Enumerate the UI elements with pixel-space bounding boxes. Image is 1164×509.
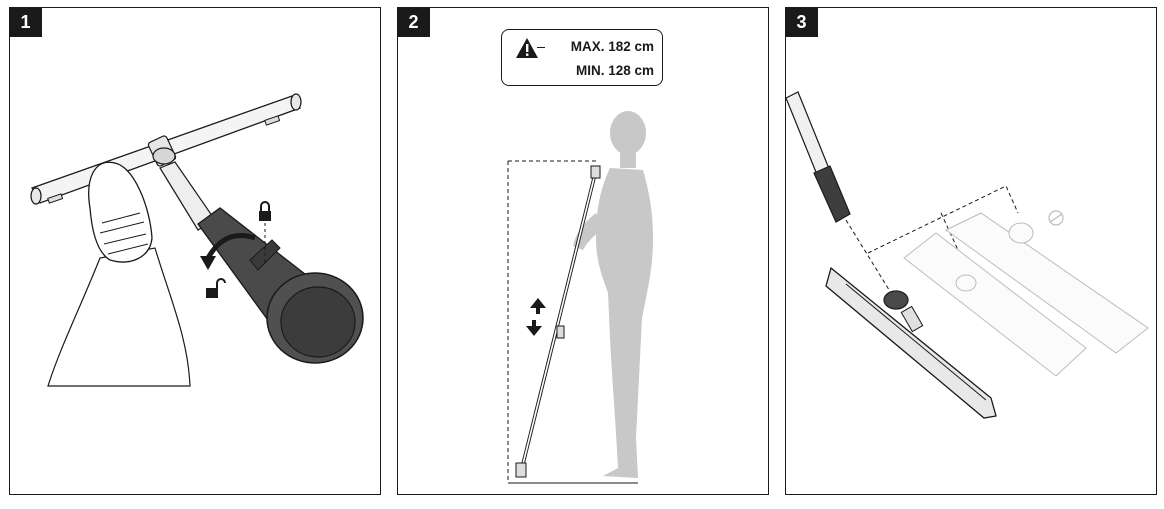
max-height-label: MAX. 182 cm xyxy=(570,39,654,54)
height-guide xyxy=(507,160,638,484)
panel-step-2: 2 MAX. 182 cm MIN. 128 cm xyxy=(397,7,769,495)
down-arrow-icon xyxy=(526,320,542,336)
step-number-badge: 1 xyxy=(10,8,42,37)
up-arrow-icon xyxy=(530,298,546,314)
warning-icon xyxy=(516,38,538,58)
panel-step-1: 1 xyxy=(9,7,381,495)
person-silhouette xyxy=(573,111,653,478)
lock-open-icon xyxy=(206,278,226,298)
lock-closed-icon xyxy=(259,201,271,221)
callout-connector xyxy=(537,47,545,49)
min-height-label: MIN. 128 cm xyxy=(575,63,654,78)
step-number-badge: 3 xyxy=(786,8,818,37)
lock-symbol-icon xyxy=(1048,210,1064,226)
pole-handle xyxy=(197,207,364,364)
pole-connector xyxy=(147,135,177,167)
step-1-illustration xyxy=(30,93,364,387)
user-leg xyxy=(47,161,191,387)
telescopic-pole xyxy=(515,165,601,478)
panel-step-3: 3 xyxy=(785,7,1157,495)
rotate-arrow-head xyxy=(200,256,216,270)
step-3-illustration xyxy=(786,91,1149,419)
squeegee-head xyxy=(825,266,997,419)
pole-end xyxy=(786,91,851,223)
rotate-arrow-icon xyxy=(205,233,256,260)
cleaning-pads xyxy=(903,212,1149,377)
step-2-illustration xyxy=(507,111,653,484)
step-number-badge: 2 xyxy=(398,8,430,37)
height-range-callout: MAX. 182 cm MIN. 128 cm xyxy=(501,29,663,86)
